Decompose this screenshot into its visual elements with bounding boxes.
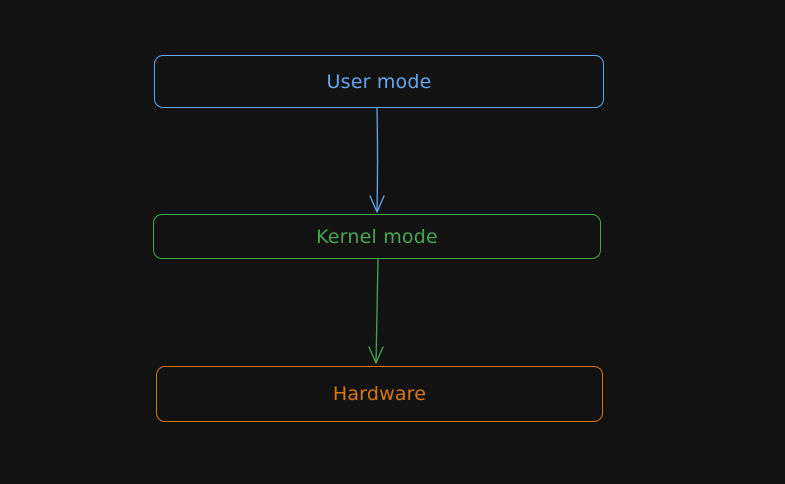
kernel-mode-box: Kernel mode <box>153 214 601 259</box>
hardware-label: Hardware <box>332 383 427 405</box>
user-mode-box: User mode <box>154 55 604 108</box>
arrow-user-to-kernel <box>369 107 385 213</box>
arrow-kernel-to-hardware-line <box>375 258 379 364</box>
kernel-mode-label: Kernel mode <box>316 225 438 248</box>
arrow-user-to-kernel-line <box>376 107 379 213</box>
arrow-user-to-kernel-head <box>369 195 385 213</box>
user-mode-label: User mode <box>326 70 432 93</box>
arrow-kernel-to-hardware <box>368 258 384 364</box>
arrow-kernel-to-hardware-head <box>368 346 384 364</box>
hardware-box: Hardware <box>156 366 603 422</box>
